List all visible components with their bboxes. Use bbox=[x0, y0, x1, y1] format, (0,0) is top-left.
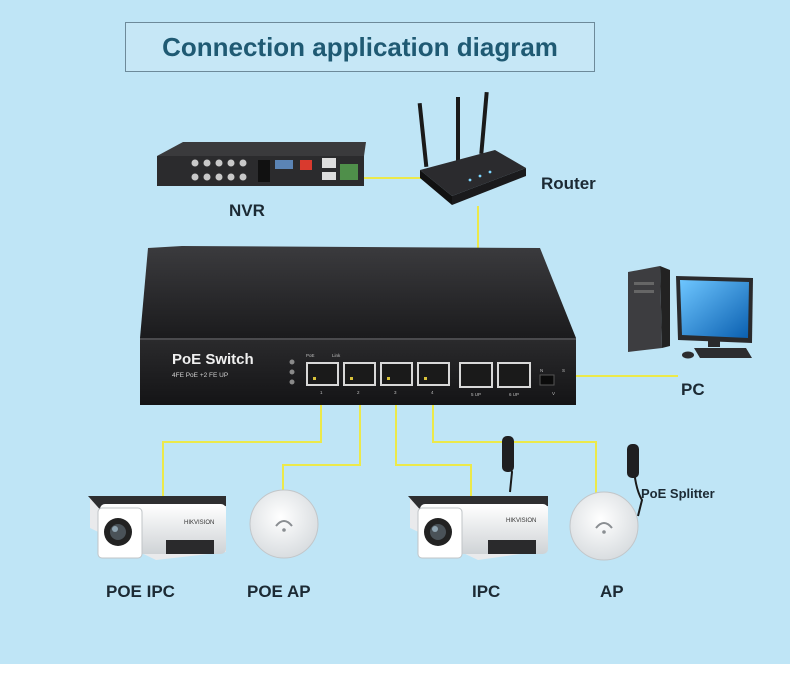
poe-ipc-camera bbox=[88, 496, 226, 560]
diagram-drawing: PoE Switch 4FE PoE +2 FE UP PoE Link 1 2… bbox=[88, 91, 753, 561]
switch-led-label-link: Link bbox=[332, 353, 341, 358]
cables bbox=[162, 177, 678, 500]
pc-device bbox=[628, 266, 753, 359]
page-title: Connection application diagram bbox=[162, 31, 558, 62]
nvr-device bbox=[157, 142, 366, 186]
switch-dip-label-n: N bbox=[540, 368, 543, 373]
cable-port3-ipc bbox=[395, 380, 472, 498]
switch-port-label-3: 3 bbox=[394, 390, 397, 395]
switch-port-label-1: 1 bbox=[320, 390, 323, 395]
ipc-label: IPC bbox=[472, 582, 501, 601]
cable-port4-ap bbox=[432, 380, 597, 496]
poe-switch bbox=[140, 246, 576, 405]
diagram-canvas: PoE Switch 4FE PoE +2 FE UP PoE Link 1 2… bbox=[0, 0, 790, 664]
title-box: Connection application diagram bbox=[125, 22, 595, 72]
ipc-camera bbox=[408, 436, 548, 560]
poe-ap-device bbox=[249, 489, 319, 559]
camera-brand-label-2: HIKVISION bbox=[506, 518, 536, 524]
switch-dip-label-v: V bbox=[552, 391, 555, 396]
ap-label: AP bbox=[600, 582, 624, 601]
poe-ap-label: POE AP bbox=[247, 582, 311, 601]
switch-led-label-poe: PoE bbox=[306, 353, 315, 358]
ap-device bbox=[569, 444, 644, 561]
switch-brand-label: PoE Switch bbox=[172, 351, 254, 368]
switch-port-label-6: 6 UP bbox=[509, 392, 519, 397]
router-label: Router bbox=[541, 174, 596, 193]
pc-label: PC bbox=[681, 380, 705, 399]
cable-port1-poe-ipc bbox=[162, 380, 322, 500]
router-device bbox=[417, 91, 526, 205]
cable-port2-poe-ap bbox=[282, 380, 361, 490]
poe-ipc-label: POE IPC bbox=[106, 582, 175, 601]
led-indicators bbox=[289, 359, 295, 385]
switch-port-label-5: 5 UP bbox=[471, 392, 481, 397]
switch-port-label-4: 4 bbox=[431, 390, 434, 395]
camera-brand-label-1: HIKVISION bbox=[184, 520, 214, 526]
switch-dip-label-s: S bbox=[562, 368, 565, 373]
switch-port-label-2: 2 bbox=[357, 390, 360, 395]
nvr-label: NVR bbox=[229, 201, 265, 220]
poe-splitter-label: PoE Splitter bbox=[641, 486, 715, 501]
switch-model-label: 4FE PoE +2 FE UP bbox=[172, 372, 228, 379]
